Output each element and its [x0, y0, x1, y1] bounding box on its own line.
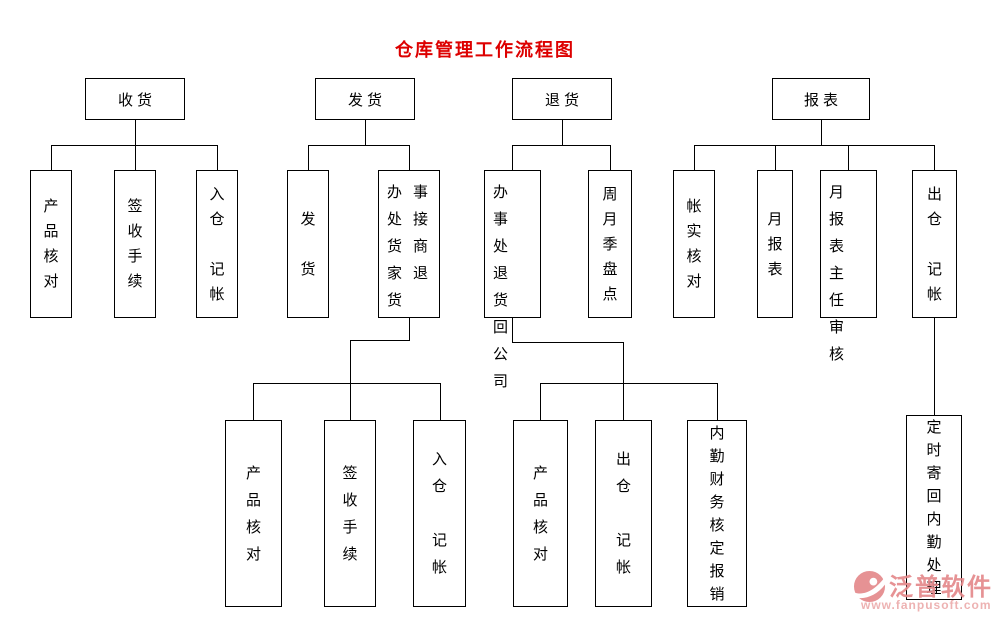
node-sign-procedure-label: 签 收 手 续	[127, 198, 143, 290]
node-ship-product-check: 产 品 核 对	[225, 420, 282, 607]
node-reports: 报表	[772, 78, 870, 120]
node-director-review: 月报 表主 任审 核	[820, 170, 877, 363]
connector-line	[440, 383, 441, 420]
connector-line	[610, 145, 611, 170]
node-return-product-check: 产 品 核 对	[513, 420, 568, 607]
connector-line	[512, 318, 513, 342]
connector-line	[512, 145, 513, 170]
node-return-product-check-label: 产 品 核 对	[532, 464, 548, 563]
node-shipping-label: 发货	[347, 91, 386, 109]
connector-line	[540, 383, 541, 420]
connector-line	[253, 383, 254, 420]
connector-line	[409, 145, 410, 170]
node-periodic-inventory: 周 月 季 盘 点	[588, 170, 632, 318]
node-office-return: 办事 处退 货回 公司	[484, 170, 541, 390]
connector-line	[623, 342, 624, 383]
connector-line	[350, 383, 351, 420]
node-finance-reimbursement-label: 内 勤 财 务 核 定 报 销	[709, 424, 725, 603]
page-title: 仓库管理工作流程图	[395, 40, 575, 60]
node-returns: 退货	[512, 78, 612, 120]
node-reports-label: 报表	[803, 91, 842, 109]
node-shipping: 发货	[315, 78, 415, 120]
connector-line	[934, 145, 935, 170]
connector-line	[51, 145, 52, 170]
node-monthly-report-label: 月 报 表	[767, 210, 783, 278]
node-ship-sign-procedure: 签 收 手 续	[324, 420, 376, 607]
node-account-check: 帐 实 核 对	[673, 170, 715, 318]
node-dispatch-goods: 发 货	[287, 170, 329, 318]
node-account-check-label: 帐 实 核 对	[686, 198, 702, 290]
node-product-check-label: 产 品 核 对	[43, 198, 59, 290]
connector-line	[308, 145, 410, 146]
connector-line	[365, 120, 366, 145]
node-director-review-label: 月报 表主 任审 核	[829, 184, 856, 363]
connector-line	[694, 145, 695, 170]
node-outbound-bookkeeping-label: 出 仓 记 帐	[926, 185, 942, 303]
node-product-check: 产 品 核 对	[30, 170, 72, 318]
connector-line	[135, 120, 136, 145]
node-return-outbound-bookkeeping: 出 仓 记 帐	[595, 420, 652, 607]
connector-line	[512, 145, 611, 146]
fanpu-logo-icon	[853, 570, 886, 603]
connector-line	[717, 383, 718, 420]
connector-line	[934, 318, 935, 415]
connector-line	[308, 145, 309, 170]
node-send-back-processing: 定 时 寄 回 内 勤 处 理	[906, 415, 962, 600]
connector-line	[848, 145, 849, 170]
connector-line	[135, 145, 136, 170]
node-sign-procedure: 签 收 手 续	[114, 170, 156, 318]
node-return-outbound-bookkeeping-label: 出 仓 记 帐	[615, 451, 631, 576]
node-ship-inbound-bookkeeping: 入 仓 记 帐	[413, 420, 466, 607]
connector-line	[409, 318, 410, 340]
node-inbound-bookkeeping-label: 入 仓 记 帐	[209, 185, 225, 303]
watermark-url: www.fanpusoft.com	[861, 598, 992, 612]
node-monthly-report: 月 报 表	[757, 170, 793, 318]
connector-line	[821, 120, 822, 145]
node-send-back-processing-label: 定 时 寄 回 内 勤 处 理	[926, 418, 942, 597]
connector-line	[350, 340, 351, 383]
node-ship-product-check-label: 产 品 核 对	[245, 464, 261, 563]
connector-line	[540, 383, 718, 384]
node-ship-sign-procedure-label: 签 收 手 续	[342, 464, 358, 563]
connector-line	[253, 383, 441, 384]
node-inbound-bookkeeping: 入 仓 记 帐	[196, 170, 238, 318]
node-returns-label: 退货	[544, 91, 583, 109]
node-receiving: 收货	[85, 78, 185, 120]
node-office-pickup: 办事 处接 货商 家退 货	[378, 170, 440, 318]
connector-line	[51, 145, 218, 146]
connector-line	[562, 120, 563, 145]
node-office-pickup-label: 办事 处接 货商 家退 货	[387, 184, 440, 309]
node-periodic-inventory-label: 周 月 季 盘 点	[602, 185, 618, 303]
node-outbound-bookkeeping: 出 仓 记 帐	[912, 170, 957, 318]
node-finance-reimbursement: 内 勤 财 务 核 定 报 销	[687, 420, 747, 607]
node-receiving-label: 收货	[117, 91, 156, 109]
connector-line	[623, 383, 624, 420]
connector-line	[350, 340, 410, 341]
connector-line	[694, 145, 935, 146]
connector-line	[217, 145, 218, 170]
connector-line	[512, 342, 624, 343]
node-office-return-label: 办事 处退 货回 公司	[493, 184, 520, 390]
connector-line	[775, 145, 776, 170]
node-ship-inbound-bookkeeping-label: 入 仓 记 帐	[431, 451, 447, 576]
node-dispatch-goods-label: 发 货	[300, 210, 316, 278]
